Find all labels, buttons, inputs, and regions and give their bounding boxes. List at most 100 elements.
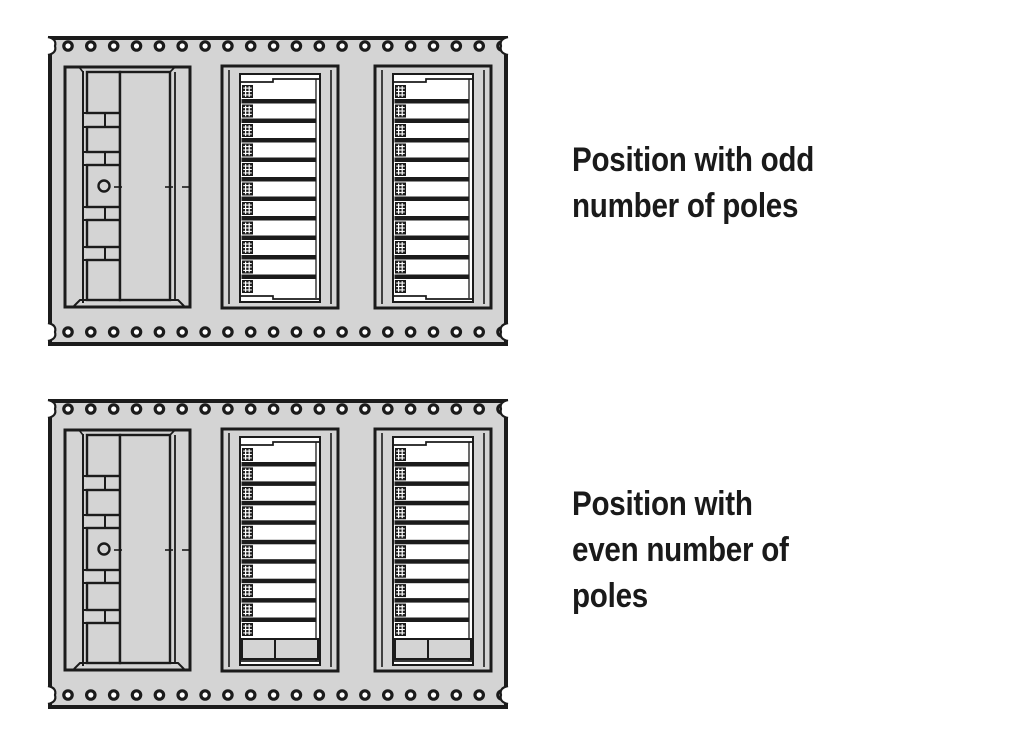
sprocket-hole xyxy=(222,326,234,338)
pole-separator xyxy=(241,462,317,467)
sprocket-hole xyxy=(404,40,417,52)
pole-contact xyxy=(242,448,253,461)
pole-contact xyxy=(242,260,253,274)
pole-separator xyxy=(394,157,470,162)
sprocket-hole xyxy=(130,403,143,415)
pole-contact xyxy=(242,85,253,98)
pole-separator xyxy=(394,138,470,143)
middle-top-view-connector xyxy=(220,427,340,673)
pole-contact xyxy=(395,486,406,500)
sprocket-hole xyxy=(450,40,463,52)
end-gap-block xyxy=(394,638,429,660)
latch-notch xyxy=(82,206,106,221)
pole-separator xyxy=(394,481,470,486)
tape-edge-notch xyxy=(48,686,56,704)
pole-contact xyxy=(395,280,406,293)
tape-edge-notch xyxy=(48,37,56,55)
latch-notch xyxy=(82,569,106,584)
pole-contact xyxy=(242,584,253,598)
sprocket-hole xyxy=(336,689,348,701)
carrier-tape-strip-odd xyxy=(47,35,509,346)
pole-separator xyxy=(394,617,470,622)
pole-separator xyxy=(241,617,317,622)
middle-top-view-connector xyxy=(220,64,340,310)
caption-even: Position with even number of poles xyxy=(572,481,789,619)
sprocket-hole xyxy=(222,40,234,52)
pole-contact xyxy=(395,525,406,539)
pole-separator xyxy=(241,274,317,279)
sprocket-hole xyxy=(244,689,257,701)
sprocket-hole xyxy=(359,689,371,701)
sprocket-hole xyxy=(427,403,440,415)
pole-contact xyxy=(395,545,406,559)
sprocket-hole-row xyxy=(62,326,508,338)
pole-contact xyxy=(395,603,406,617)
pole-separator xyxy=(241,539,317,545)
housing-panel xyxy=(118,70,172,302)
end-gap-block xyxy=(427,638,472,660)
carrier-tape-strip-even xyxy=(47,398,509,709)
sprocket-hole xyxy=(62,689,74,701)
pole-separator xyxy=(394,462,470,467)
sprocket-hole xyxy=(153,689,166,701)
sprocket-hole xyxy=(62,40,74,52)
sprocket-hole xyxy=(244,403,257,415)
pole-separator xyxy=(394,177,470,182)
sprocket-hole xyxy=(427,326,440,338)
right-top-view-connector xyxy=(373,64,493,310)
pole-contact xyxy=(395,104,406,118)
sprocket-hole xyxy=(381,403,394,415)
sprocket-hole xyxy=(290,326,303,338)
sprocket-hole xyxy=(450,403,463,415)
sprocket-hole xyxy=(336,403,348,415)
sprocket-hole xyxy=(199,689,211,701)
pole-separator xyxy=(241,157,317,162)
pole-contact xyxy=(242,163,253,176)
sprocket-hole xyxy=(62,326,74,338)
pole-contact xyxy=(242,545,253,559)
pole-contact xyxy=(242,104,253,118)
pole-contact xyxy=(242,241,253,254)
locating-hole xyxy=(97,179,111,193)
sprocket-hole xyxy=(107,40,120,52)
pole-separator xyxy=(241,500,317,506)
sprocket-hole xyxy=(176,689,188,701)
caption-line: poles xyxy=(572,577,648,615)
tape-edge-notch xyxy=(500,37,508,55)
sprocket-hole xyxy=(290,403,303,415)
sprocket-hole xyxy=(130,40,143,52)
caption-line: Position with xyxy=(572,485,753,523)
pole-contact xyxy=(395,221,406,235)
sprocket-hole xyxy=(62,403,74,415)
sprocket-hole xyxy=(336,40,348,52)
pole-separator xyxy=(241,99,317,104)
sprocket-hole xyxy=(84,40,97,52)
pole-separator xyxy=(394,235,470,240)
latch-notch xyxy=(82,514,106,529)
pole-contact xyxy=(242,506,253,520)
pole-contact xyxy=(395,85,406,98)
pole-contact xyxy=(242,221,253,235)
sprocket-hole xyxy=(222,689,234,701)
pole-separator xyxy=(241,138,317,143)
sprocket-hole-row xyxy=(62,689,508,701)
sprocket-hole xyxy=(359,403,371,415)
sprocket-hole xyxy=(176,326,188,338)
sprocket-hole xyxy=(473,326,485,338)
pole-contact xyxy=(395,584,406,598)
latch-block xyxy=(85,433,122,478)
pole-contact xyxy=(242,182,253,196)
sprocket-hole xyxy=(153,40,166,52)
latch-notch xyxy=(82,475,106,491)
pole-separator xyxy=(394,99,470,104)
end-gap-block xyxy=(274,638,319,660)
sprocket-hole xyxy=(176,40,188,52)
pole-contact xyxy=(395,623,406,636)
pole-contact xyxy=(242,623,253,636)
sprocket-hole xyxy=(381,689,394,701)
pole-contact xyxy=(395,143,406,157)
pole-contact xyxy=(395,163,406,176)
sprocket-hole xyxy=(404,326,417,338)
sprocket-hole xyxy=(450,326,463,338)
pole-contact xyxy=(395,241,406,254)
